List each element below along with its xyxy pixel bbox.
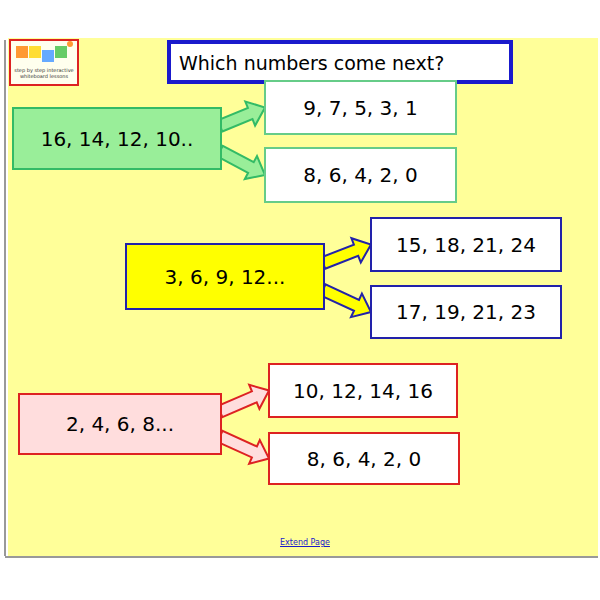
sequence-text: 15, 18, 21, 24: [396, 234, 536, 256]
logo: [10, 40, 78, 85]
sequence-box: 8, 6, 4, 2, 0: [264, 147, 457, 203]
sequence-box: 10, 12, 14, 16: [268, 363, 458, 418]
block-arrow: [218, 102, 265, 132]
block-arrow: [218, 431, 270, 464]
title: Which numbers come next?: [179, 52, 444, 74]
block-arrow: [218, 385, 269, 417]
sequence-text: 8, 6, 4, 2, 0: [307, 448, 421, 470]
scroll-edge: [4, 40, 6, 556]
sequence-text: 16, 14, 12, 10..: [41, 128, 194, 150]
sequence-text: 8, 6, 4, 2, 0: [303, 164, 417, 186]
sequence-text: 9, 7, 5, 3, 1: [303, 97, 417, 119]
logo-tagline: step by step interactive whiteboard less…: [13, 68, 75, 79]
sequence-box: 3, 6, 9, 12...: [125, 243, 325, 310]
sequence-box: 2, 4, 6, 8...: [18, 393, 222, 455]
sequence-text: 3, 6, 9, 12...: [165, 266, 286, 288]
page-link: Extend Page: [0, 538, 600, 547]
block-arrow: [321, 284, 372, 317]
sequence-box: 15, 18, 21, 24: [370, 217, 562, 272]
sequence-box: 8, 6, 4, 2, 0: [268, 432, 460, 485]
title-box: Which numbers come next?: [167, 40, 513, 84]
bottom-edge: [5, 556, 598, 558]
sequence-box: 16, 14, 12, 10..: [12, 107, 222, 170]
sequence-text: 10, 12, 14, 16: [293, 380, 433, 402]
sequence-box: 17, 19, 21, 23: [370, 285, 562, 339]
block-arrow: [321, 238, 371, 269]
sequence-text: 2, 4, 6, 8...: [66, 413, 174, 435]
block-arrow: [217, 146, 265, 179]
sequence-box: 9, 7, 5, 3, 1: [264, 80, 457, 135]
sequence-text: 17, 19, 21, 23: [396, 301, 536, 323]
